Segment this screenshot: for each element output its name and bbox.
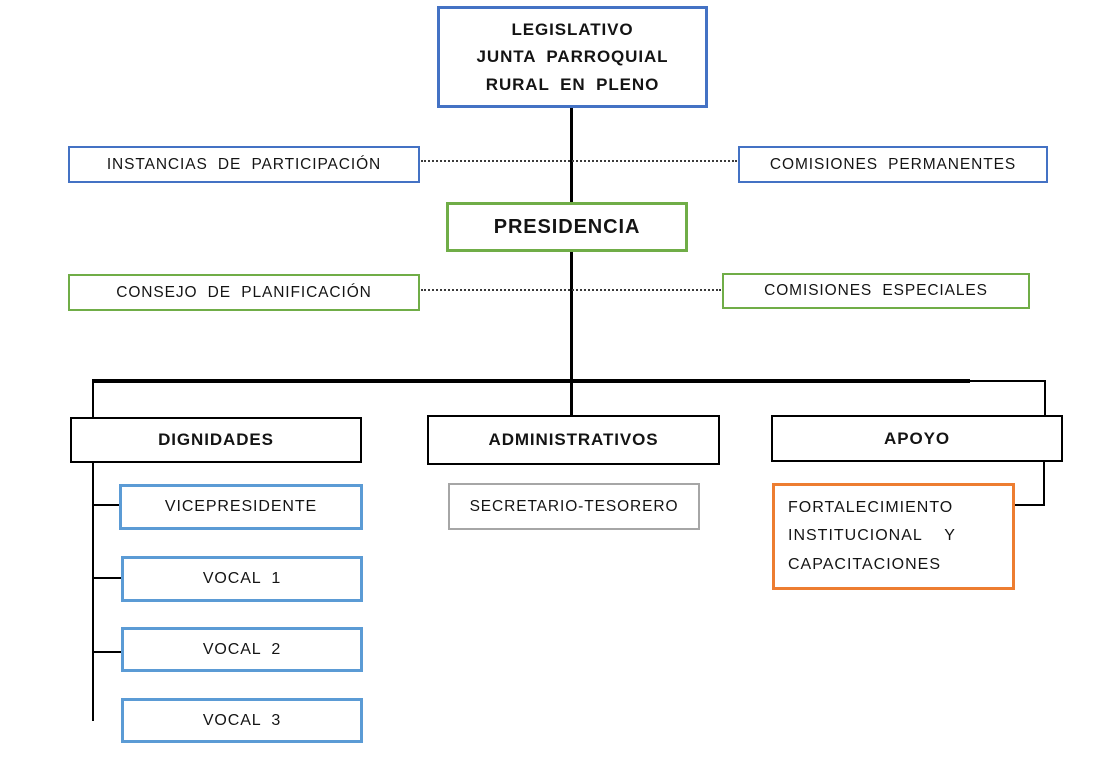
node-presidencia: PRESIDENCIA bbox=[446, 202, 688, 252]
connector-dignidades-drop bbox=[92, 382, 94, 417]
node-dignidades: DIGNIDADES bbox=[70, 417, 362, 463]
connector-dignidades-rail bbox=[92, 462, 94, 721]
connector-apoyo-fortalecimiento-h bbox=[1014, 504, 1045, 506]
node-legislativo-junta-parroquial: LEGISLATIVO JUNTA PARROQUIAL RURAL EN PL… bbox=[437, 6, 708, 108]
node-vicepresidente: VICEPRESIDENTE bbox=[119, 484, 363, 530]
node-consejo-de-planificacion: CONSEJO DE PLANIFICACIÓN bbox=[68, 274, 420, 311]
dotted-link-planificacion-especiales bbox=[421, 289, 721, 291]
node-vocal-3: VOCAL 3 bbox=[121, 698, 363, 743]
node-instancias-de-participacion: INSTANCIAS DE PARTICIPACIÓN bbox=[68, 146, 420, 183]
connector-branch-horizontal-right bbox=[968, 380, 1046, 382]
connector-branch-horizontal bbox=[92, 379, 970, 383]
connector-tick-vocal2 bbox=[94, 651, 122, 653]
connector-presidencia-branches bbox=[570, 250, 573, 415]
node-comisiones-especiales: COMISIONES ESPECIALES bbox=[722, 273, 1030, 309]
connector-tick-vicepresidente bbox=[94, 504, 120, 506]
connector-tick-vocal1 bbox=[94, 577, 122, 579]
connector-legislativo-presidencia bbox=[570, 107, 573, 203]
node-administrativos: ADMINISTRATIVOS bbox=[427, 415, 720, 465]
node-vocal-2: VOCAL 2 bbox=[121, 627, 363, 672]
node-secretario-tesorero: SECRETARIO-TESORERO bbox=[448, 483, 700, 530]
node-fortalecimiento-institucional: FORTALECIMIENTO INSTITUCIONAL Y CAPACITA… bbox=[772, 483, 1015, 590]
node-apoyo: APOYO bbox=[771, 415, 1063, 462]
node-comisiones-permanentes: COMISIONES PERMANENTES bbox=[738, 146, 1048, 183]
connector-apoyo-drop bbox=[1044, 381, 1046, 415]
node-vocal-1: VOCAL 1 bbox=[121, 556, 363, 602]
dotted-link-participacion-permanentes bbox=[421, 160, 737, 162]
connector-apoyo-fortalecimiento-v bbox=[1043, 461, 1045, 506]
